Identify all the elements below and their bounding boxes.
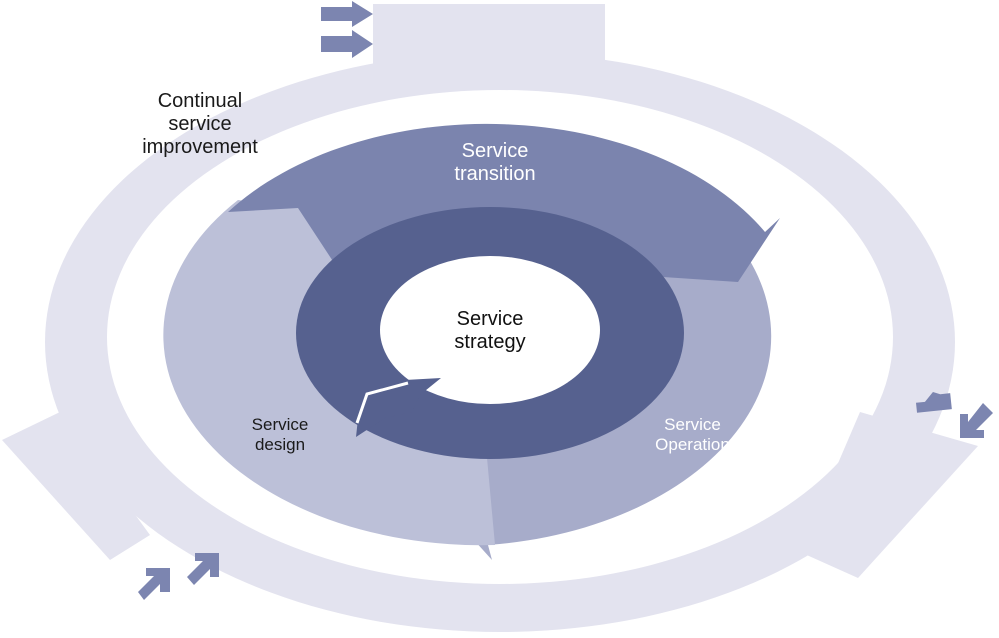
label-service-design: Service design	[215, 415, 345, 454]
label-line: design	[254, 434, 306, 454]
label-service-transition: Service transition	[400, 140, 590, 186]
service-strategy-core	[380, 256, 600, 404]
arrow-down-left-icon	[915, 391, 952, 413]
label-service-strategy: Service strategy	[405, 308, 575, 354]
arrow-down-left-icon	[960, 403, 993, 438]
csi-tab-left	[2, 412, 150, 560]
label-line: Operation	[655, 434, 730, 454]
label-line: improvement	[142, 136, 258, 158]
label-line: Service	[461, 140, 529, 162]
csi-tab-top	[373, 4, 605, 64]
arrow-up-right-icon	[138, 568, 170, 600]
label-line: transition	[454, 163, 536, 185]
service-strategy-gap-line	[355, 381, 409, 424]
arrow-right-icon	[321, 1, 373, 27]
small-arrows-top	[321, 1, 373, 58]
service-strategy-ring	[296, 207, 684, 459]
continual-service-improvement-ring	[2, 4, 978, 632]
arrow-right-icon	[321, 30, 373, 58]
label-line: Service	[456, 308, 524, 330]
label-continual-service-improvement: Continual service improvement	[116, 90, 284, 159]
label-line: Continual	[157, 90, 243, 112]
label-line: strategy	[454, 331, 526, 353]
label-line: Service	[664, 415, 721, 434]
csi-tab-right	[800, 412, 978, 578]
small-arrows-bottom-left	[138, 553, 219, 600]
label-service-operation: Service Operation	[620, 415, 765, 454]
service-operation-segment	[438, 222, 772, 560]
arrow-up-right-icon	[187, 553, 219, 585]
label-line: Service	[251, 415, 309, 434]
label-line: service	[168, 113, 232, 135]
small-arrows-right	[915, 391, 993, 438]
